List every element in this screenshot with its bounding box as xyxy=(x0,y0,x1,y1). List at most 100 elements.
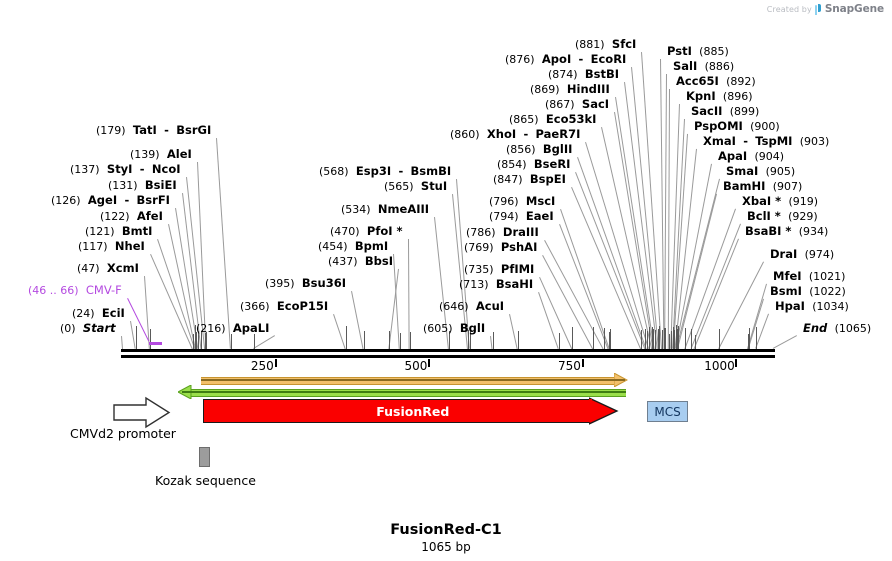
enzyme-label[interactable]: HpaI (1034) xyxy=(775,301,849,312)
enzyme-label[interactable]: (122) AfeI xyxy=(100,211,163,222)
enzyme-name: AcuI xyxy=(476,299,504,313)
enzyme-label[interactable]: (876) ApoI - EcoRI xyxy=(505,54,626,65)
enzyme-position: (437) xyxy=(328,255,358,268)
enzyme-label[interactable]: BamHI (907) xyxy=(723,181,802,192)
leader-line xyxy=(539,277,572,349)
end-marker-label[interactable]: End (1065) xyxy=(803,323,871,334)
enzyme-label[interactable]: (860) XhoI - PaeR7I xyxy=(450,129,580,140)
enzyme-label[interactable]: BsmI (1022) xyxy=(770,286,846,297)
site-tick xyxy=(231,334,232,349)
enzyme-label[interactable]: (139) AleI xyxy=(130,149,192,160)
enzyme-separator: - xyxy=(743,134,748,148)
enzyme-label[interactable]: MfeI (1021) xyxy=(773,271,845,282)
enzyme-label[interactable]: Acc65I (892) xyxy=(676,76,756,87)
enzyme-label[interactable]: (534) NmeAIII xyxy=(341,204,429,215)
start-marker-label[interactable]: (0) Start xyxy=(60,323,116,334)
enzyme-position: (886) xyxy=(705,60,735,73)
leader-line xyxy=(575,172,645,349)
enzyme-label[interactable]: (179) TatI - BsrGI xyxy=(96,125,211,136)
enzyme-name-alt: BsrGI xyxy=(176,123,211,137)
enzyme-label[interactable]: (854) BseRI xyxy=(497,159,570,170)
enzyme-label[interactable]: (437) BbsI xyxy=(328,256,393,267)
axis-tick-mark xyxy=(428,359,430,367)
enzyme-name: EaeI xyxy=(526,209,554,223)
site-tick xyxy=(389,331,390,349)
enzyme-label[interactable]: SacII (899) xyxy=(691,106,759,117)
enzyme-label[interactable]: (24) EciI xyxy=(72,308,125,319)
enzyme-label[interactable]: (874) BstBI xyxy=(548,69,619,80)
enzyme-position: (47) xyxy=(77,262,100,275)
feature-box-mcs[interactable]: MCS xyxy=(647,401,688,422)
axis-tick-label: 500 xyxy=(404,359,427,373)
enzyme-label[interactable]: (47) XcmI xyxy=(77,263,139,274)
end-label: End xyxy=(803,321,827,335)
enzyme-label[interactable]: (867) SacI xyxy=(545,99,609,110)
enzyme-name: EciI xyxy=(102,306,125,320)
enzyme-label[interactable]: KpnI (896) xyxy=(686,91,753,102)
enzyme-label[interactable]: (131) BsiEI xyxy=(108,180,177,191)
site-tick xyxy=(665,328,666,349)
enzyme-position: (366) xyxy=(240,300,270,313)
enzyme-label[interactable]: (646) AcuI xyxy=(439,301,504,312)
enzyme-label[interactable]: (794) EaeI xyxy=(489,211,554,222)
enzyme-position: (605) xyxy=(423,322,453,335)
enzyme-label[interactable]: BsaBI * (934) xyxy=(745,226,828,237)
enzyme-label[interactable]: (470) PfoI * xyxy=(330,226,403,237)
enzyme-name-alt: TspMI xyxy=(755,134,792,148)
enzyme-label[interactable]: (366) EcoP15I xyxy=(240,301,328,312)
enzyme-label[interactable]: (395) Bsu36I xyxy=(265,278,346,289)
gene-label-fusionred: FusionRed xyxy=(376,404,449,419)
leader-line xyxy=(615,97,655,349)
enzyme-position: (869) xyxy=(530,83,560,96)
enzyme-label[interactable]: (137) StyI - NcoI xyxy=(70,164,181,175)
site-tick xyxy=(193,334,194,349)
enzyme-label[interactable]: (847) BspEI xyxy=(493,174,566,185)
enzyme-label[interactable]: (713) BsaHI xyxy=(459,279,533,290)
enzyme-label[interactable]: (117) NheI xyxy=(78,241,145,252)
enzyme-position: (794) xyxy=(489,210,519,223)
site-tick xyxy=(641,330,642,349)
enzyme-name: KpnI xyxy=(686,89,716,103)
enzyme-label[interactable]: SmaI (905) xyxy=(726,166,795,177)
enzyme-label[interactable]: (881) SfcI xyxy=(575,39,636,50)
enzyme-label[interactable]: XbaI * (919) xyxy=(742,196,818,207)
enzyme-label[interactable]: (565) StuI xyxy=(384,181,447,192)
enzyme-label[interactable]: (769) PshAI xyxy=(464,242,537,253)
enzyme-label[interactable]: (216) ApaLI xyxy=(196,323,269,334)
enzyme-position: (534) xyxy=(341,203,371,216)
enzyme-name: BclI * xyxy=(747,209,781,223)
site-tick xyxy=(493,332,494,349)
enzyme-separator: - xyxy=(523,127,528,141)
enzyme-label[interactable]: PstI (885) xyxy=(667,46,729,57)
kozak-marker xyxy=(199,447,210,467)
enzyme-name: ApaI xyxy=(718,149,747,163)
enzyme-label[interactable]: DraI (974) xyxy=(770,249,834,260)
enzyme-label[interactable]: (796) MscI xyxy=(489,196,555,207)
enzyme-label[interactable]: (865) Eco53kI xyxy=(509,114,596,125)
enzyme-label[interactable]: ApaI (904) xyxy=(718,151,784,162)
enzyme-label[interactable]: (856) BglII xyxy=(506,144,572,155)
enzyme-label[interactable]: (454) BpmI xyxy=(318,241,388,252)
primer-label-cmv-f[interactable]: (46 .. 66) CMV-F xyxy=(28,285,122,296)
enzyme-position: (796) xyxy=(489,195,519,208)
enzyme-label[interactable]: SalI (886) xyxy=(673,61,734,72)
enzyme-label[interactable]: BclI * (929) xyxy=(747,211,818,222)
enzyme-position: (786) xyxy=(466,226,496,239)
enzyme-label[interactable]: (121) BmtI xyxy=(85,226,152,237)
enzyme-label[interactable]: XmaI - TspMI (903) xyxy=(703,136,829,147)
enzyme-label[interactable]: (126) AgeI - BsrFI xyxy=(51,195,170,206)
enzyme-label[interactable]: (869) HindIII xyxy=(530,84,610,95)
leader-line xyxy=(664,74,667,349)
site-tick xyxy=(572,327,573,349)
plasmid-name: FusionRed-C1 xyxy=(0,522,892,538)
enzyme-name: EcoP15I xyxy=(277,299,328,313)
enzyme-label[interactable]: (605) BglI xyxy=(423,323,485,334)
site-tick xyxy=(559,333,560,349)
enzyme-label[interactable]: (568) Esp3I - BsmBI xyxy=(319,166,451,177)
plasmid-length: 1065 bp xyxy=(0,540,892,554)
enzyme-label[interactable]: (786) DraIII xyxy=(466,227,539,238)
enzyme-label[interactable]: (735) PfIMI xyxy=(464,264,534,275)
enzyme-label[interactable]: PspOMI (900) xyxy=(694,121,780,132)
enzyme-name: SacII xyxy=(691,104,722,118)
